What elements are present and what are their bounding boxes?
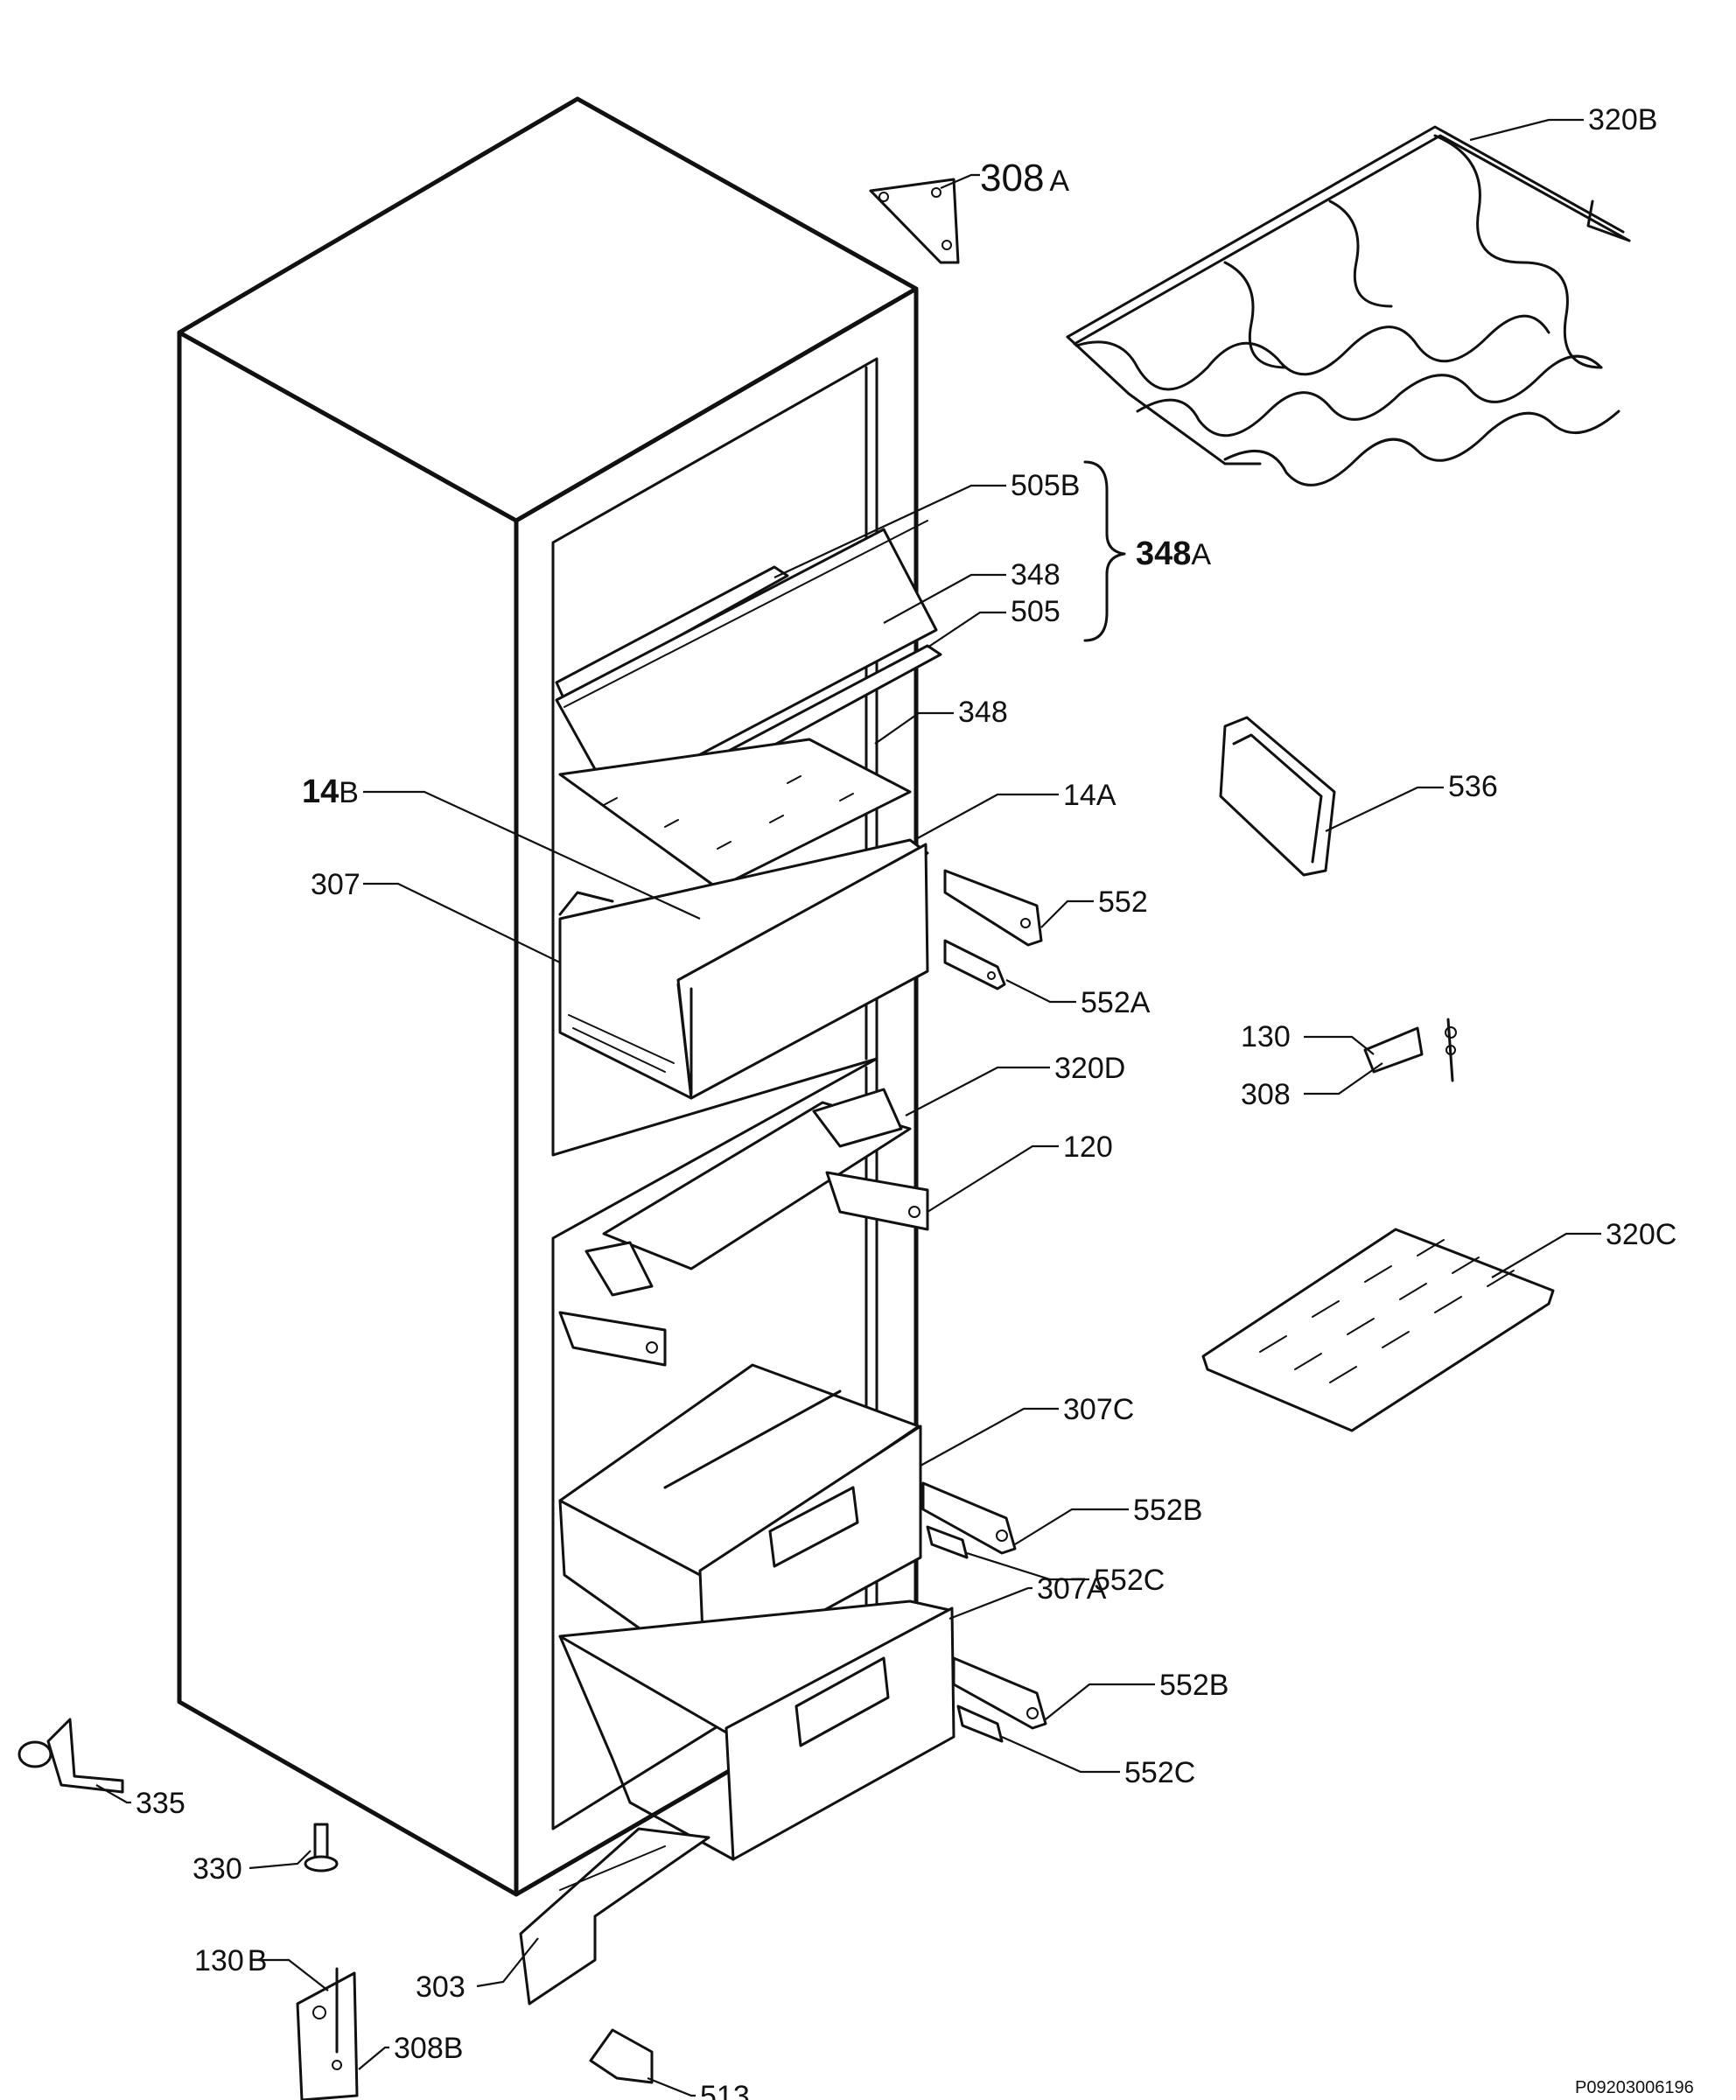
drawing-code: P09203006196 bbox=[1575, 2078, 1694, 2097]
label-307a: 307A bbox=[1037, 1572, 1107, 1606]
grill-plate-320c bbox=[1201, 1228, 1555, 1432]
label-308b: 308B bbox=[394, 2032, 463, 2065]
label-307c: 307C bbox=[1063, 1393, 1134, 1426]
label-348-mid: 348 bbox=[958, 696, 1008, 729]
drawer-307a bbox=[558, 1600, 956, 1861]
runner-552a bbox=[943, 939, 1006, 990]
label-307: 307 bbox=[311, 868, 360, 901]
hinge-130 bbox=[1363, 1018, 1457, 1082]
glass-shelf-348 bbox=[558, 738, 912, 890]
label-130: 130 bbox=[1241, 1020, 1291, 1054]
label-552: 552 bbox=[1098, 886, 1148, 919]
label-552c-lower: 552C bbox=[1124, 1756, 1195, 1789]
hinge-130b bbox=[296, 1967, 359, 2100]
leader-lines bbox=[95, 118, 1601, 2097]
runner-552c-lower bbox=[956, 1704, 1004, 1743]
label-308: 308 bbox=[1241, 1078, 1291, 1111]
screw-330 bbox=[304, 1823, 339, 1872]
bottle-holder-536 bbox=[1219, 716, 1336, 877]
label-552b-lower: 552B bbox=[1159, 1669, 1228, 1702]
label-320d: 320D bbox=[1054, 1052, 1125, 1085]
runner-552 bbox=[943, 869, 1043, 947]
label-348-top: 348 bbox=[1011, 558, 1060, 592]
label-552b-upper: 552B bbox=[1133, 1494, 1202, 1527]
bracket-308a bbox=[869, 178, 960, 264]
clip-513 bbox=[589, 2028, 654, 2084]
runner-552b-upper bbox=[921, 1481, 1017, 1555]
drawer-14a bbox=[558, 838, 929, 1100]
label-513: 513 bbox=[700, 2080, 750, 2100]
label-14a: 14A bbox=[1063, 779, 1116, 812]
plinth-303 bbox=[519, 1827, 710, 2006]
label-120: 120 bbox=[1063, 1130, 1113, 1164]
label-335: 335 bbox=[136, 1787, 186, 1820]
label-320c: 320C bbox=[1606, 1218, 1676, 1251]
foot-335 bbox=[18, 1718, 124, 1794]
rail-120 bbox=[558, 1171, 929, 1367]
label-14b: 14B bbox=[302, 774, 359, 810]
label-303: 303 bbox=[416, 1970, 466, 2004]
runner-552c-upper bbox=[926, 1525, 969, 1559]
label-552c-upper: 552C bbox=[1094, 1564, 1165, 1597]
label-536: 536 bbox=[1448, 770, 1498, 803]
label-320b: 320B bbox=[1588, 103, 1657, 136]
label-348a: 348A bbox=[1136, 536, 1211, 572]
label-330: 330 bbox=[192, 1852, 242, 1886]
label-505: 505 bbox=[1011, 595, 1060, 628]
label-505b: 505B bbox=[1011, 469, 1080, 502]
group-brace-348a bbox=[1083, 460, 1126, 642]
rail-320d bbox=[584, 1088, 912, 1297]
bottle-rack-320b bbox=[1066, 125, 1631, 486]
label-552a: 552A bbox=[1081, 986, 1151, 1019]
runner-552b-lower bbox=[952, 1656, 1047, 1730]
